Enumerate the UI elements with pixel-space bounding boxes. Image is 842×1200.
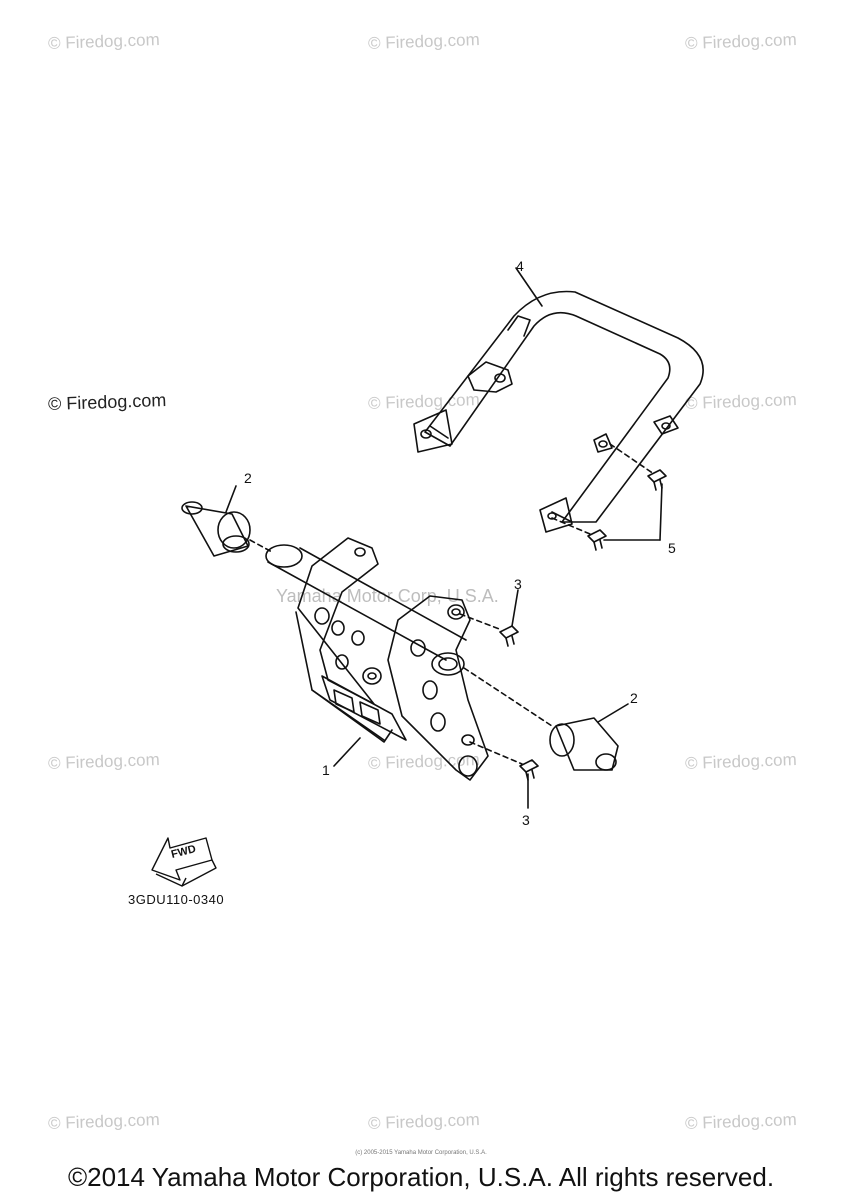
callout-5: 5 — [668, 540, 676, 556]
bolts-part-3 — [499, 625, 539, 781]
callout-3-lower: 3 — [522, 812, 530, 828]
callout-1: 1 — [322, 762, 330, 778]
callout-3-upper: 3 — [514, 576, 522, 592]
callout-2-right: 2 — [630, 690, 638, 706]
copyright-footer: ©2014 Yamaha Motor Corporation, U.S.A. A… — [67, 1162, 775, 1192]
end-cap-right-part-2 — [549, 717, 619, 771]
callout-4: 4 — [516, 258, 524, 274]
front-bumper-part-1 — [265, 537, 489, 781]
tiny-copyright-notice: (c) 2005-2015 Yamaha Motor Corporation, … — [355, 1150, 487, 1156]
forward-direction-arrow — [151, 837, 217, 887]
callout-2-left: 2 — [244, 470, 252, 486]
end-cap-left-part-2 — [181, 501, 251, 557]
diagram-part-code: 3GDU110-0340 — [128, 892, 225, 907]
grab-bar-part-4 — [413, 290, 704, 533]
